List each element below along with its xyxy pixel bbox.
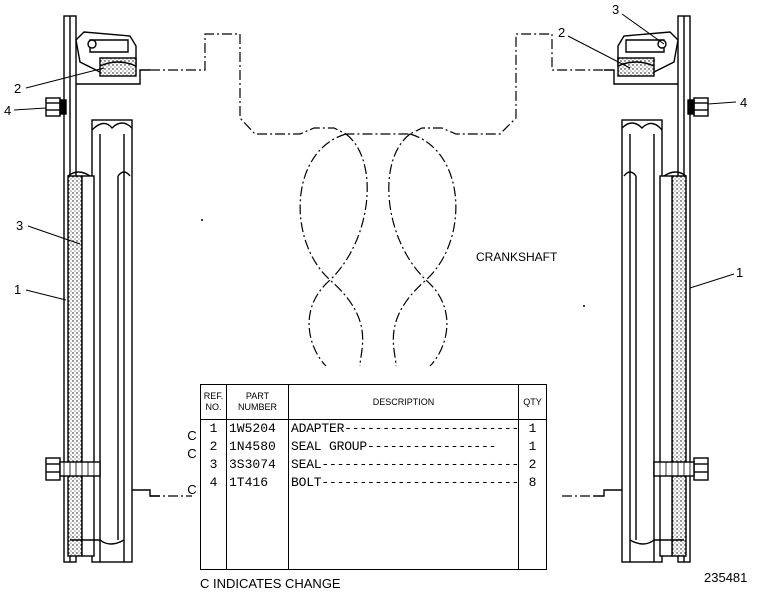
callout-right-2: 2: [558, 25, 565, 40]
table-filler-row: [200, 492, 547, 569]
callout-left-2: 2: [14, 81, 21, 96]
callout-left-3: 3: [16, 218, 23, 233]
leader-lines: [13, 13, 737, 301]
figure-number: 235481: [704, 570, 748, 585]
change-mark-row-4: C: [187, 482, 197, 497]
table-row: 4 1T416 BOLT----------------------------…: [200, 474, 547, 492]
qty-cell: 1: [518, 438, 547, 456]
callout-right-4: 4: [740, 95, 747, 110]
filler-cell: [518, 492, 547, 569]
filler-cell: [200, 492, 227, 569]
description-cell: BOLT----------------------------: [288, 474, 519, 492]
ref-no-cell: 1: [200, 419, 227, 438]
part-number-cell: 1N4580: [226, 438, 289, 456]
decor-dot: [583, 305, 585, 307]
change-footnote: C INDICATES CHANGE: [200, 576, 341, 591]
change-mark-row-2: C: [187, 446, 197, 461]
qty-cell: 8: [518, 474, 547, 492]
callout-right-3: 3: [612, 2, 619, 17]
right-adapter: [594, 15, 709, 563]
header-ref-no: REF. NO.: [200, 384, 227, 420]
qty-cell: 1: [518, 419, 547, 438]
table-header-row: REF. NO. PART NUMBER DESCRIPTION QTY: [200, 384, 547, 420]
ref-no-cell: 4: [200, 474, 227, 492]
decor-dot: [201, 219, 203, 221]
description-cell: ADAPTER-----------------------: [288, 419, 519, 438]
part-number-cell: 3S3074: [226, 456, 289, 474]
crankshaft-label: CRANKSHAFT: [476, 250, 558, 264]
callout-right-1: 1: [736, 265, 743, 280]
description-cell: SEAL GROUP-----------------: [288, 438, 519, 456]
ref-no-cell: 2: [200, 438, 227, 456]
crankshaft-outline: [150, 33, 604, 497]
callout-left-1: 1: [14, 282, 21, 297]
bottom-border-cell: [518, 569, 547, 570]
header-description: DESCRIPTION: [288, 384, 519, 420]
parts-table: REF. NO. PART NUMBER DESCRIPTION QTY 1 1…: [200, 384, 547, 570]
bottom-border-cell: [288, 569, 519, 570]
header-part-number: PART NUMBER: [226, 384, 289, 420]
table-row: 2 1N4580 SEAL GROUP----------------- 1: [200, 438, 547, 456]
callouts-left: 2 4 3 1: [4, 81, 23, 297]
part-number-cell: 1T416: [226, 474, 289, 492]
description-cell: SEAL---------------------------: [288, 456, 519, 474]
callout-left-4: 4: [4, 103, 11, 118]
table-row: 1 1W5204 ADAPTER----------------------- …: [200, 419, 547, 438]
left-adapter: [45, 15, 160, 563]
part-number-cell: 1W5204: [226, 419, 289, 438]
table-bottom-border: [200, 569, 547, 570]
bottom-border-cell: [200, 569, 227, 570]
qty-cell: 2: [518, 456, 547, 474]
ref-no-cell: 3: [200, 456, 227, 474]
filler-cell: [226, 492, 289, 569]
header-qty: QTY: [518, 384, 547, 420]
change-mark-row-1: C: [187, 428, 197, 443]
bottom-border-cell: [226, 569, 289, 570]
callouts-right: 3 2 4 1: [558, 2, 747, 280]
filler-cell: [288, 492, 519, 569]
table-row: 3 3S3074 SEAL---------------------------…: [200, 456, 547, 474]
